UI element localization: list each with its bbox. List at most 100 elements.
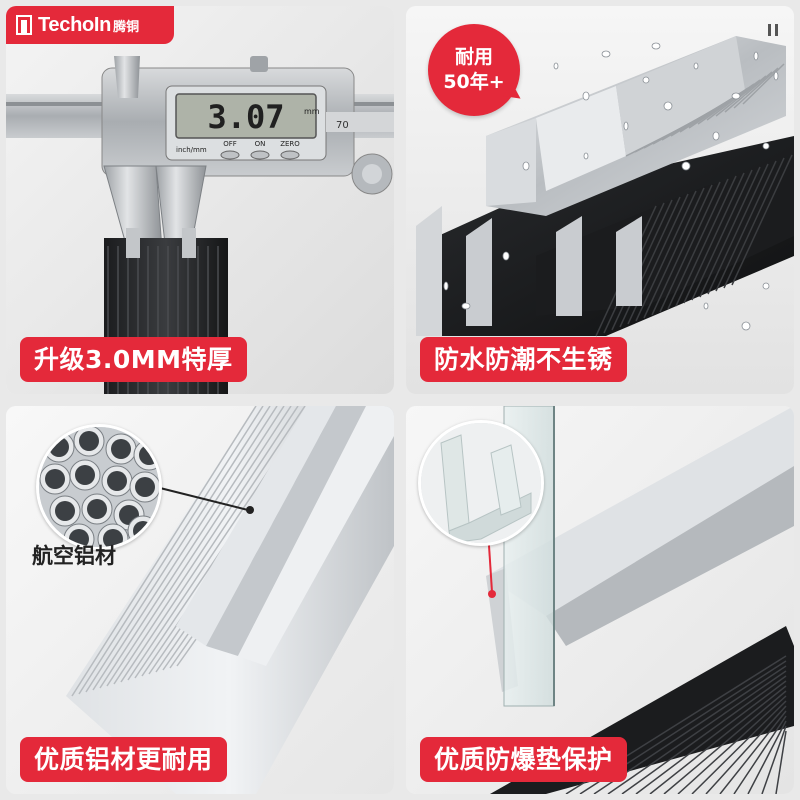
caliper-scale-number: 70	[336, 120, 349, 131]
caliper-buttons: OFF ON ZERO	[220, 140, 300, 160]
waterproof-scene	[406, 6, 794, 394]
water-drop	[663, 101, 673, 111]
rib-line	[71, 406, 257, 697]
tube-hole	[135, 477, 155, 497]
rib-line	[106, 406, 292, 687]
panel-waterproof: 耐用 50年+ 防水防潮不生锈	[406, 6, 794, 394]
rib-line	[649, 685, 787, 794]
rib-line	[723, 157, 785, 289]
caliper-button-label: OFF	[223, 140, 237, 148]
rib-line	[731, 154, 793, 286]
caliper-button-label: ZERO	[280, 140, 300, 148]
rib-line	[683, 172, 745, 304]
u-channel-icon	[421, 423, 541, 543]
brand-name-cn: 腾铜	[113, 19, 140, 35]
rib-line	[99, 406, 285, 689]
water-drop	[623, 121, 629, 131]
caption-waterproof: 防水防潮不生锈	[420, 337, 627, 382]
tube-hole	[87, 499, 107, 519]
rib-line	[733, 715, 787, 794]
caliper-button-label: ON	[255, 140, 266, 148]
water-droplets	[443, 42, 779, 331]
rib-line	[706, 79, 761, 121]
rib-line	[113, 406, 299, 685]
rib-line	[621, 675, 787, 794]
water-drop	[741, 321, 751, 331]
water-drop	[753, 51, 759, 61]
rib-line	[719, 710, 787, 794]
water-drop	[461, 302, 471, 310]
water-drop	[642, 76, 650, 84]
profile-ribs-silver	[625, 63, 785, 157]
tube-hole	[111, 439, 131, 459]
rib-line	[78, 406, 264, 695]
caption-protection: 优质防爆垫保护	[420, 737, 627, 782]
rib-line	[705, 705, 787, 794]
water-drop	[601, 50, 611, 58]
rib-line	[707, 163, 769, 295]
tube-hole	[79, 431, 99, 451]
rib-line	[742, 63, 785, 105]
badge-line-2: 50年+	[443, 71, 505, 93]
rib-line	[699, 166, 761, 298]
water-drop	[553, 62, 559, 70]
caliper-reading: 3.07	[207, 98, 284, 136]
tube-hole	[45, 469, 65, 489]
panel-protection: 优质防爆垫保护	[406, 406, 794, 794]
rib-line	[715, 75, 767, 117]
material-label: 航空铝材	[32, 544, 116, 568]
rib-line	[120, 406, 306, 683]
caliper-button	[220, 150, 240, 160]
caliper-button	[250, 150, 270, 160]
tube-hole	[55, 501, 75, 521]
brand-name: TechoIn	[38, 13, 112, 36]
water-drop	[731, 92, 741, 100]
badge-line-1: 耐用	[454, 46, 493, 69]
water-drop	[773, 71, 779, 81]
caliper-unit: mm	[304, 107, 320, 116]
panel-aluminum: 航空铝材 优质铝材更耐用	[6, 406, 394, 794]
rib-line	[775, 730, 787, 794]
rib-line	[761, 725, 787, 794]
tube-hole	[75, 465, 95, 485]
aluminum-tubes-image	[36, 424, 162, 550]
water-drop	[502, 251, 510, 261]
rib-line	[85, 406, 271, 693]
rib-line	[691, 700, 787, 794]
rib-line	[92, 406, 278, 691]
water-drop	[693, 62, 699, 70]
water-drop	[582, 91, 590, 101]
caliper-button	[280, 150, 300, 160]
rib-line	[643, 187, 705, 319]
water-drop	[762, 142, 770, 150]
water-drop	[522, 161, 530, 171]
rib-line	[724, 71, 773, 113]
water-drop	[762, 282, 770, 290]
rib-line	[663, 690, 787, 794]
profile-ribs-dark	[565, 655, 787, 794]
profile-ribs-black	[595, 154, 793, 337]
caption-thickness: 升级3.0MM特厚	[20, 337, 247, 382]
durability-badge: 耐用 50年+	[428, 24, 520, 116]
tube-hole	[103, 529, 123, 547]
rib-line	[651, 184, 713, 316]
logo-mark-icon	[16, 15, 32, 35]
rib-line	[691, 169, 753, 301]
rib-line	[675, 175, 737, 307]
rib-line	[667, 178, 729, 310]
rib-line	[607, 670, 787, 794]
water-drop	[712, 131, 720, 141]
rib-line	[635, 190, 697, 322]
shock-pad-image	[418, 420, 544, 546]
rib-line	[715, 160, 777, 292]
water-drop	[703, 302, 709, 310]
rib-line	[659, 181, 721, 313]
tubes-icon	[39, 427, 159, 547]
rib-line	[733, 67, 779, 109]
tube-hole	[107, 471, 127, 491]
rib-line	[635, 680, 787, 794]
pause-icon[interactable]	[768, 24, 778, 36]
water-drop	[651, 42, 661, 50]
